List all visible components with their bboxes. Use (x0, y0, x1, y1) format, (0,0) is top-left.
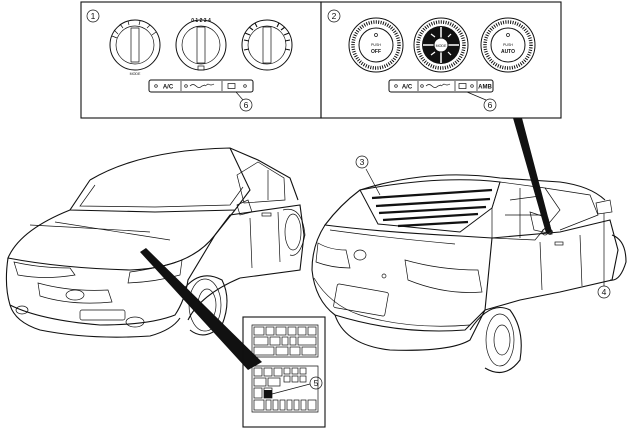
callout-1: 1 (86, 9, 100, 23)
fan-scale-label: 0 1 2 3 4 (191, 18, 211, 24)
button-strip-manual: A/C (148, 79, 254, 93)
mode-knob-manual: MODE (109, 19, 161, 76)
callout-6-manual-number: 6 (244, 100, 249, 110)
callout-5-number: 5 (314, 378, 319, 388)
auto-knob-label: AUTO (501, 49, 515, 55)
off-knob-auto: PUSH OFF (348, 17, 404, 73)
ac-button-auto-label: A/C (402, 85, 413, 91)
button-strip-auto: A/C AMB (388, 79, 494, 93)
fan-knob-manual: 0 1 2 3 4 (175, 18, 227, 71)
callout-5: 5 (271, 376, 323, 395)
callout-3-number: 3 (360, 157, 365, 167)
leader-wedge-dash (513, 118, 552, 233)
callout-2-number: 2 (332, 11, 337, 21)
car-rear-view (311, 174, 627, 374)
callout-6-manual: 6 (235, 91, 253, 112)
callout-6-auto: 6 (466, 91, 497, 112)
temperature-knob-manual (241, 19, 293, 71)
off-knob-push: PUSH (371, 43, 381, 47)
control-panel-auto: 2 PUSH OFF MODE PUSH AUT (320, 1, 562, 119)
mode-knob-auto-label: MODE (436, 44, 447, 48)
mode-knob-label: MODE (130, 72, 141, 76)
car-front-view (5, 147, 306, 338)
fuse-box-inset: 5 (242, 316, 326, 428)
control-panel-manual: 1 MODE 0 1 2 3 4 A/C (80, 1, 322, 119)
mode-knob-auto: MODE (413, 17, 469, 73)
callout-2: 2 (327, 9, 341, 23)
auto-knob-auto: PUSH AUTO (480, 17, 536, 73)
leader-wedge-front (140, 248, 262, 370)
callout-1-number: 1 (91, 11, 96, 21)
callout-4-number: 4 (602, 287, 607, 297)
callout-4: 4 (597, 213, 611, 299)
auto-knob-push: PUSH (503, 43, 513, 47)
callout-6-auto-number: 6 (488, 100, 493, 110)
callout-3: 3 (355, 155, 381, 196)
off-knob-label: OFF (371, 49, 381, 55)
amb-button-label: AMB (478, 85, 492, 91)
ac-button-label: A/C (163, 85, 174, 91)
